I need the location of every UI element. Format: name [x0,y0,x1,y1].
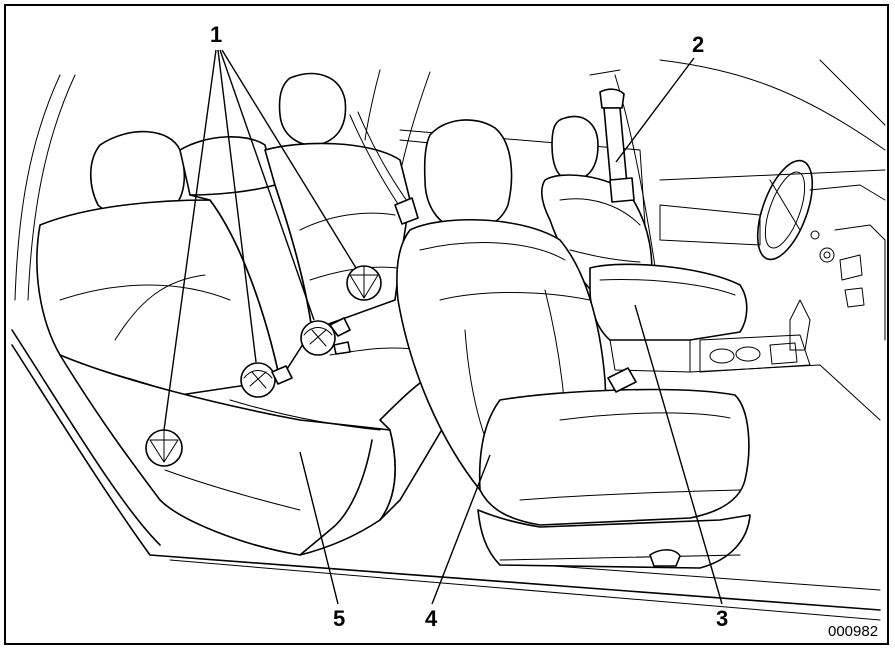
leader-line-2 [615,57,695,163]
callout-label-3: 3 [716,606,728,631]
leader-line-1b [217,49,257,363]
center-armrest [589,263,748,373]
leader-line-1d [221,49,357,269]
leader-line-4 [431,454,491,605]
callout-label-2: 2 [692,32,704,57]
callout-1: 1 [163,22,357,431]
anchor-tether-left [145,429,183,467]
leader-line-5 [299,451,339,605]
leader-line-3 [634,304,723,605]
front-seatbelt [599,88,635,203]
dashboard [659,159,886,421]
anchor-tether-top [346,265,382,301]
callout-label-4: 4 [425,606,438,631]
callout-label-1: 1 [210,22,222,47]
front-passenger-seat [396,119,751,569]
anchor-lower-left [240,362,293,398]
callout-2: 2 [615,32,704,163]
leader-line-1a [163,49,217,431]
callout-3: 3 [634,304,728,631]
anchor-lower-right [300,317,351,356]
child-seat-anchors [145,265,382,467]
callout-label-5: 5 [333,606,345,631]
callout-5: 5 [299,451,345,631]
callout-4: 4 [425,454,491,631]
leader-line-1c [219,49,315,321]
figure-id: 000982 [828,623,878,640]
